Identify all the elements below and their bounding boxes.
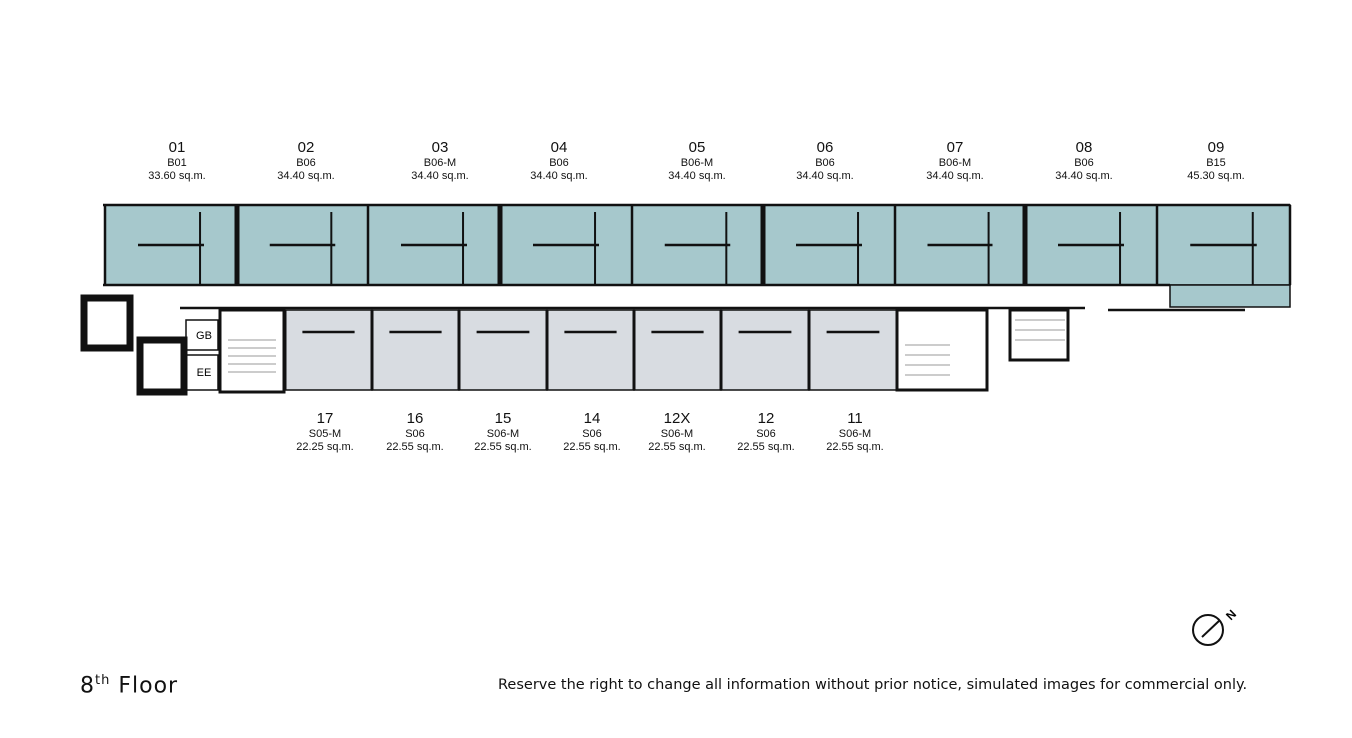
unit-area: 34.40 sq.m. — [277, 170, 335, 182]
unit-area: 22.55 sq.m. — [563, 441, 621, 453]
unit-no: 12 — [757, 410, 775, 427]
unit-no: 17 — [316, 410, 334, 427]
unit-type: B06 — [296, 157, 316, 169]
unit-area: 22.55 sq.m. — [386, 441, 444, 453]
unit-15[interactable] — [458, 309, 548, 391]
unit-type: S06 — [582, 428, 602, 440]
unit-12X[interactable] — [633, 309, 722, 391]
unit-type: S05-M — [308, 428, 342, 440]
ee-label: EE — [197, 367, 212, 379]
unit-type: B06 — [549, 157, 569, 169]
unit-type: S06-M — [660, 428, 694, 440]
unit-area: 34.40 sq.m. — [1055, 170, 1113, 182]
lift-core — [80, 294, 286, 396]
unit-no: 01 — [168, 139, 186, 156]
unit-area: 34.40 sq.m. — [668, 170, 726, 182]
north-arrow-icon: N — [1192, 608, 1239, 646]
unit-area: 22.55 sq.m. — [826, 441, 884, 453]
unit-area: 22.55 sq.m. — [737, 441, 795, 453]
unit-no: 05 — [688, 139, 706, 156]
unit-09-balcony[interactable] — [1169, 284, 1291, 308]
unit-area: 22.55 sq.m. — [474, 441, 532, 453]
unit-type: S06-M — [486, 428, 520, 440]
floor-suffix: th — [95, 673, 111, 688]
disclaimer: Reserve the right to change all informat… — [498, 677, 1248, 693]
unit-12[interactable] — [720, 309, 810, 391]
unit-no: 12X — [663, 410, 691, 427]
unit-no: 11 — [847, 410, 863, 427]
unit-area: 34.40 sq.m. — [411, 170, 469, 182]
gb-label: GB — [196, 330, 212, 342]
unit-type: S06-M — [838, 428, 872, 440]
unit-no: 15 — [494, 410, 512, 427]
unit-type: B06 — [815, 157, 835, 169]
unit-type: S06 — [756, 428, 776, 440]
unit-type: B06-M — [938, 157, 972, 169]
unit-no: 03 — [431, 139, 449, 156]
stair-core-east — [895, 308, 1070, 392]
corridor-walls — [103, 203, 1292, 312]
unit-no: 08 — [1075, 139, 1093, 156]
unit-area: 34.40 sq.m. — [530, 170, 588, 182]
unit-type: S06 — [405, 428, 425, 440]
unit-area: 34.40 sq.m. — [796, 170, 854, 182]
unit-type: B01 — [167, 157, 187, 169]
unit-area: 33.60 sq.m. — [148, 170, 206, 182]
unit-area: 22.55 sq.m. — [648, 441, 706, 453]
unit-area: 22.25 sq.m. — [296, 441, 354, 453]
unit-no: 02 — [297, 139, 315, 156]
unit-type: B06-M — [423, 157, 457, 169]
floor-title: 8th Floor — [80, 673, 178, 698]
unit-area: 34.40 sq.m. — [926, 170, 984, 182]
unit-11[interactable] — [808, 309, 898, 391]
unit-no: 07 — [946, 139, 964, 156]
unit-area: 45.30 sq.m. — [1187, 170, 1245, 182]
unit-type: B06-M — [680, 157, 714, 169]
unit-17[interactable] — [284, 309, 373, 391]
unit-type: B06 — [1074, 157, 1094, 169]
unit-no: 06 — [816, 139, 834, 156]
unit-16[interactable] — [371, 309, 460, 391]
unit-no: 09 — [1207, 139, 1225, 156]
unit-type: B15 — [1206, 157, 1226, 169]
floor-number: 8 — [80, 673, 95, 699]
unit-14[interactable] — [546, 309, 635, 391]
unit-no: 14 — [583, 410, 601, 427]
north-label: N — [1223, 608, 1239, 623]
floor-word: Floor — [118, 673, 179, 699]
unit-no: 16 — [406, 410, 424, 427]
unit-no: 04 — [550, 139, 568, 156]
